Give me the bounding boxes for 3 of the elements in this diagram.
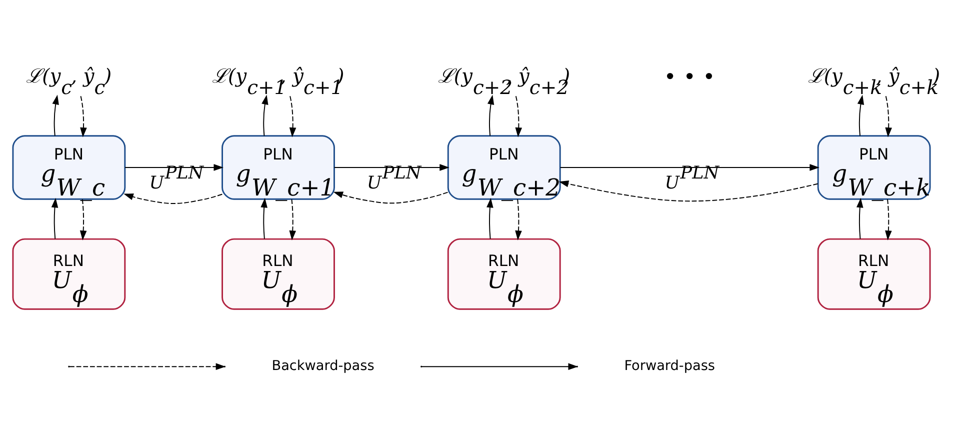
legend-label: Forward-pass <box>624 358 716 374</box>
legend-label: Backward-pass <box>272 358 374 374</box>
label: • • • <box>664 64 716 90</box>
